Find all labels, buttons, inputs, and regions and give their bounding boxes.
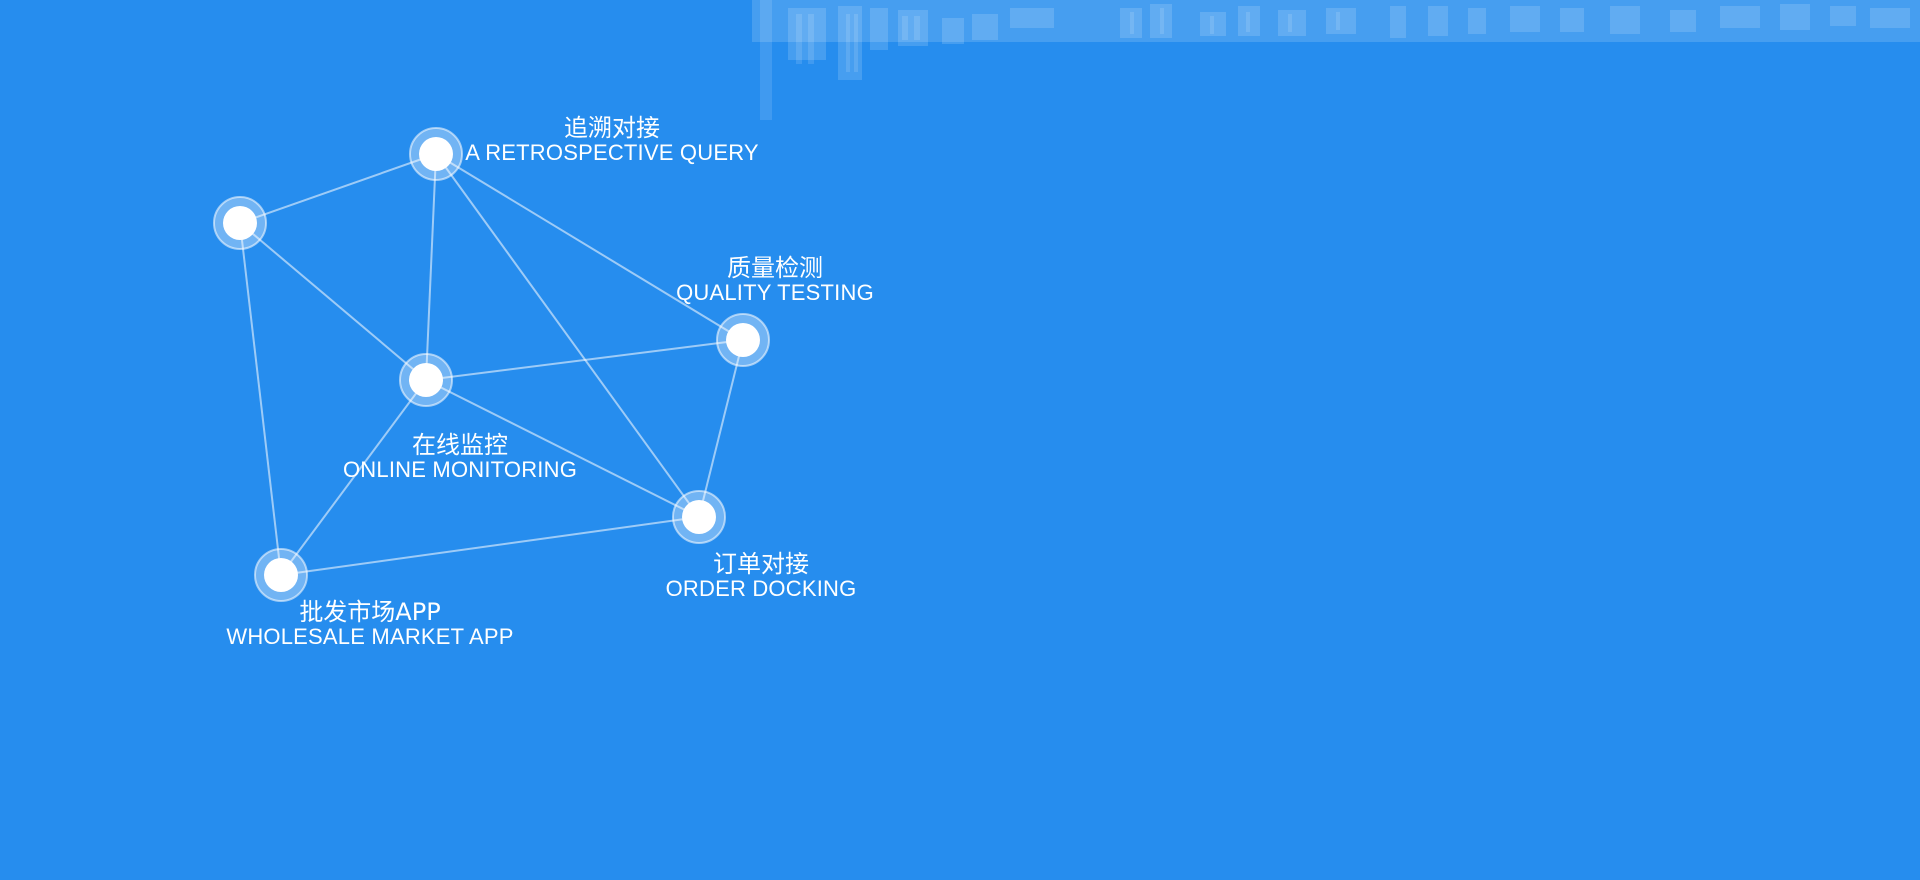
- node-wholesale: [254, 548, 308, 602]
- label-retrospective-query: 追溯对接 A RETROSPECTIVE QUERY: [465, 116, 759, 164]
- label-order-docking: 订单对接 ORDER DOCKING: [666, 552, 857, 600]
- city-skyline-decoration: [752, 0, 1920, 120]
- label-retrospective-en: A RETROSPECTIVE QUERY: [465, 140, 759, 165]
- node-left-top: [213, 196, 267, 250]
- nodes-layer: [213, 127, 770, 602]
- node-core-left-top: [223, 206, 257, 240]
- edge-retrospective-monitoring: [425, 153, 437, 381]
- label-quality-cn: 质量检测: [726, 254, 823, 282]
- edge-retrospective-order: [435, 153, 700, 518]
- edge-left-top-monitoring: [239, 222, 427, 381]
- edge-monitoring-order: [425, 379, 700, 518]
- label-order-en: ORDER DOCKING: [665, 576, 857, 601]
- label-quality-en: QUALITY TESTING: [676, 280, 874, 305]
- node-order: [672, 490, 726, 544]
- label-monitoring-cn: 在线监控: [411, 431, 508, 459]
- node-retrospective: [409, 127, 463, 181]
- label-wholesale-market-app: 批发市场APP WHOLESALE MARKET APP: [226, 600, 513, 648]
- edge-retrospective-quality: [435, 153, 744, 341]
- edges-layer: [239, 153, 744, 576]
- edge-quality-order: [698, 339, 744, 518]
- edge-wholesale-order: [280, 516, 700, 576]
- node-core-quality: [726, 323, 760, 357]
- label-wholesale-cn: 批发市场APP: [299, 598, 441, 626]
- label-monitoring-en: ONLINE MONITORING: [342, 457, 578, 482]
- node-quality: [716, 313, 770, 367]
- node-core-retrospective: [419, 137, 453, 171]
- edge-monitoring-wholesale: [280, 379, 427, 576]
- label-retrospective-cn: 追溯对接: [564, 114, 660, 142]
- node-monitoring: [399, 353, 453, 407]
- label-quality-testing: 质量检测 QUALITY TESTING: [676, 256, 874, 304]
- node-core-order: [682, 500, 716, 534]
- label-wholesale-en: WHOLESALE MARKET APP: [226, 624, 514, 649]
- label-order-cn: 订单对接: [713, 550, 809, 578]
- edge-left-top-retrospective: [239, 153, 437, 224]
- node-core-wholesale: [264, 558, 298, 592]
- edge-monitoring-quality: [425, 339, 744, 381]
- node-core-monitoring: [409, 363, 443, 397]
- label-online-monitoring: 在线监控 ONLINE MONITORING: [343, 433, 577, 481]
- edge-left-top-wholesale: [239, 222, 282, 576]
